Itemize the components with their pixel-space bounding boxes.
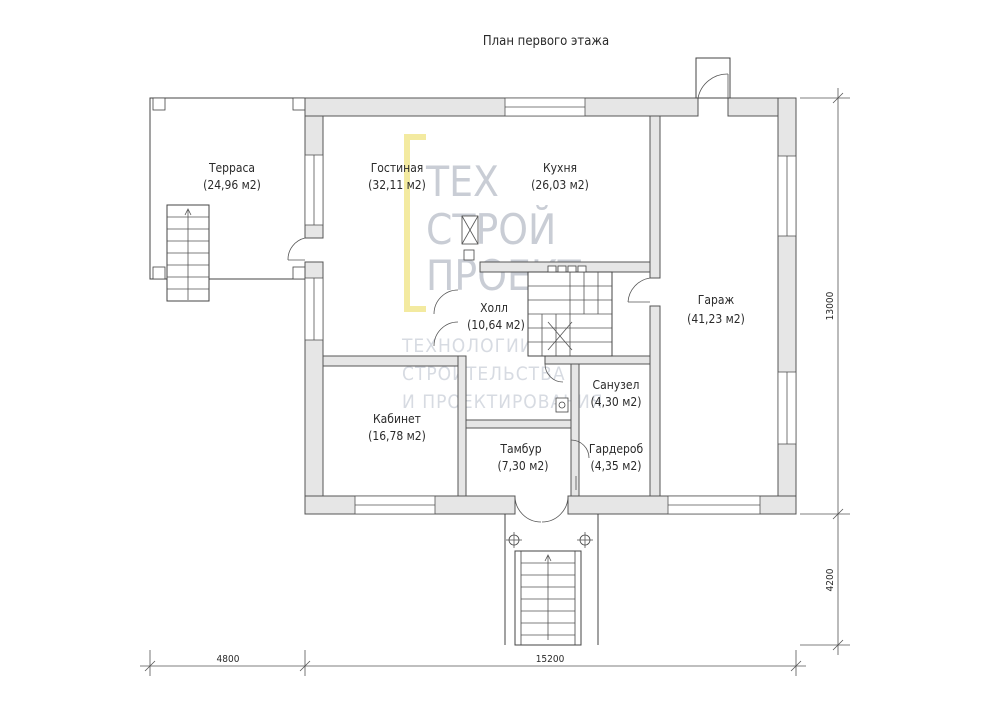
watermark-line2: СТРОЙ [426, 204, 556, 254]
room-name-hall: Холл [480, 301, 508, 315]
room-name-wardrobe: Гардероб [589, 442, 644, 456]
porch [504, 514, 599, 646]
terrace-post [292, 266, 306, 280]
dimension-lines [140, 88, 850, 676]
dimension-width-terrace: 4800 [217, 654, 240, 665]
terrace-area [149, 97, 306, 302]
room-area-terrace: (24,96 м2) [203, 178, 261, 192]
room-area-hall: (10,64 м2) [467, 318, 525, 332]
dimension-height-main: 13000 [825, 291, 836, 320]
watermark-logo: ТЕХ СТРОЙ ПРОЕКТ ТЕХНОЛОГИИ СТРОИТЕЛЬСТВ… [401, 134, 604, 413]
terrace-stairs [166, 204, 210, 302]
room-name-office: Кабинет [373, 412, 421, 426]
room-name-garage: Гараж [698, 293, 735, 307]
room-area-living: (32,11 м2) [368, 178, 426, 192]
room-name-vestibule: Тамбур [499, 442, 541, 456]
terrace-post [152, 97, 166, 111]
watermark-tag3: И ПРОЕКТИРОВАНИЯ [402, 391, 604, 413]
room-area-kitchen: (26,03 м2) [531, 178, 589, 192]
terrace-post [152, 266, 166, 280]
plan-title: План первого этажа [483, 34, 609, 49]
room-area-garage: (41,23 м2) [687, 312, 745, 326]
room-name-terrace: Терраса [208, 161, 255, 175]
watermark-accent-bar [404, 134, 410, 312]
room-area-vestibule: (7,30 м2) [498, 459, 549, 473]
room-name-living: Гостиная [371, 161, 424, 175]
watermark-line1: ТЕХ [425, 157, 499, 206]
doors [287, 237, 651, 523]
dimension-height-porch: 4200 [825, 568, 836, 591]
room-area-office: (16,78 м2) [368, 429, 426, 443]
watermark-tag1: ТЕХНОЛОГИИ [401, 335, 534, 357]
watermark-accent-bottom [404, 306, 426, 312]
dimension-width-main: 15200 [536, 654, 565, 665]
toilet [555, 397, 569, 413]
room-area-bathroom: (4,30 м2) [591, 395, 642, 409]
terrace-post [292, 97, 306, 111]
room-area-wardrobe: (4,35 м2) [591, 459, 642, 473]
room-labels: Терраса (24,96 м2) Гостиная (32,11 м2) К… [203, 161, 745, 473]
watermark-accent-top [404, 134, 426, 140]
interior-stairs [527, 271, 613, 357]
windows [304, 97, 797, 515]
room-name-bathroom: Санузел [593, 378, 640, 392]
room-name-kitchen: Кухня [543, 161, 577, 175]
watermark-tag2: СТРОИТЕЛЬСТВА [402, 363, 566, 385]
garage-door [695, 57, 731, 99]
kitchen-fixtures [461, 215, 587, 273]
